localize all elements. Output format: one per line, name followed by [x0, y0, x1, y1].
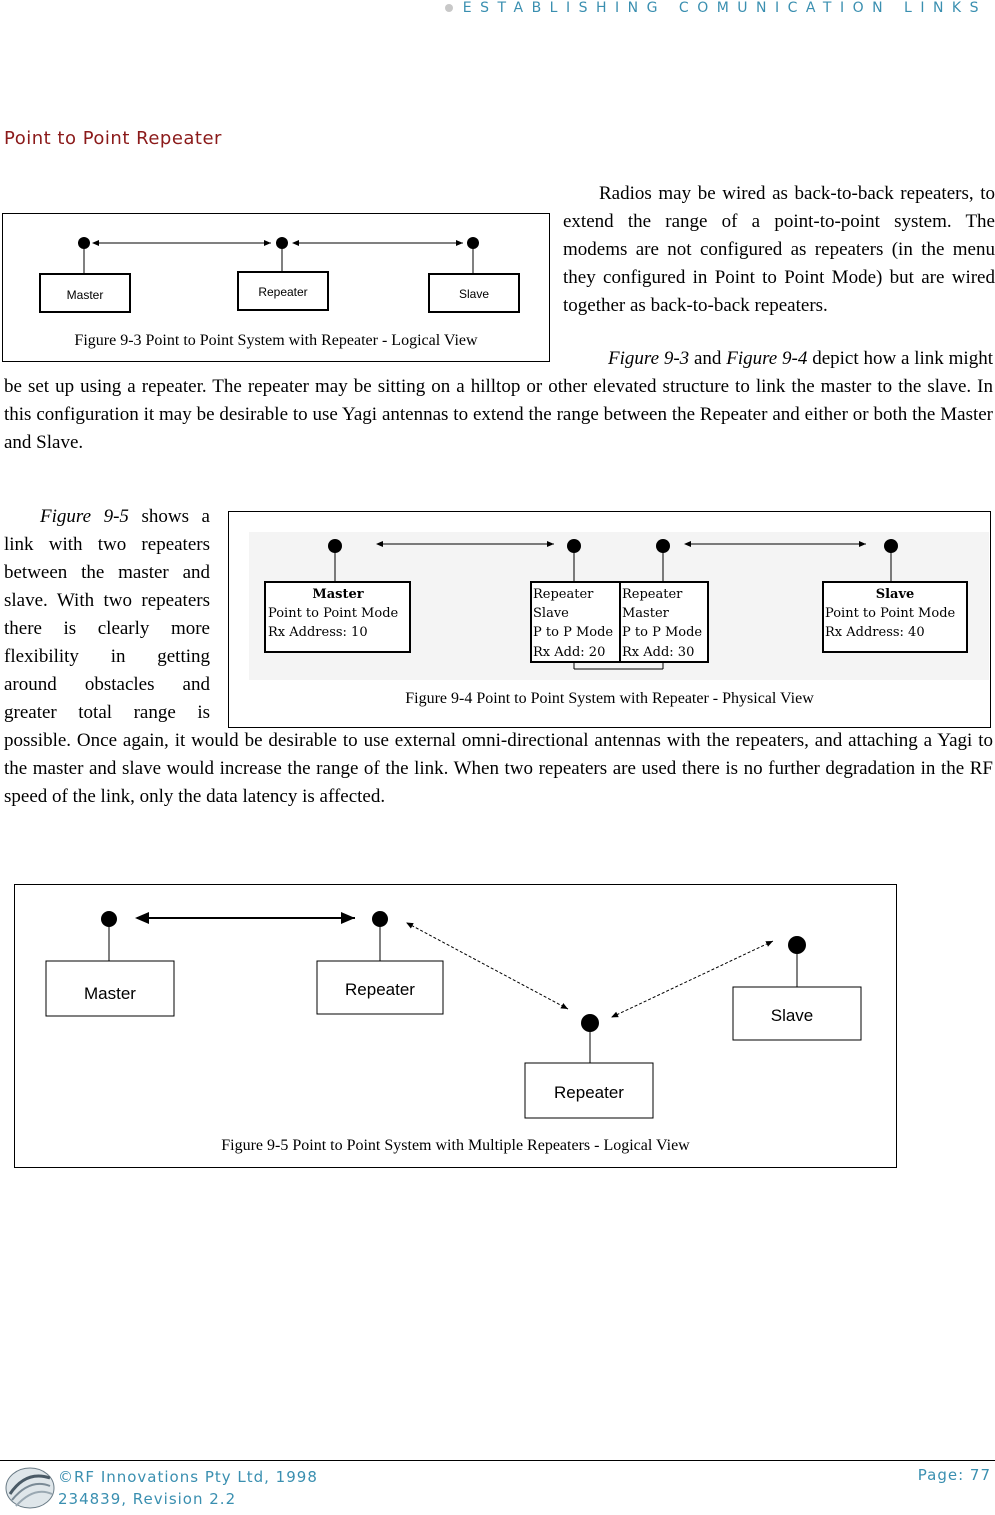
box-slave [822, 581, 968, 653]
company-logo-icon [5, 1467, 55, 1509]
copyright: ©RF Innovations Pty Ltd, 1998 [58, 1468, 318, 1486]
document-revision: 234839, Revision 2.2 [58, 1490, 237, 1508]
paragraph-3-text: shows a link with two repeaters between … [4, 506, 993, 807]
paragraph-1-text: Radios may be wired as back-to-back repe… [563, 183, 995, 316]
svg-text:Repeater: Repeater [554, 1083, 624, 1102]
svg-text:Master: Master [84, 984, 136, 1003]
label-repeater: Repeater [258, 285, 307, 299]
box-master [39, 273, 131, 313]
section-title: Point to Point Repeater [4, 128, 222, 149]
figure-9-5-diagram: Master Repeater Repeater Slave [45, 911, 862, 1119]
svg-text:Repeater: Repeater [345, 980, 415, 999]
label-slave: Slave [459, 287, 489, 301]
svg-text:P to P Mode: P to P Mode [622, 625, 702, 640]
footer-divider [0, 1460, 995, 1461]
figure-9-4: Master Point to Point Mode Rx Address: 1… [228, 511, 991, 728]
svg-text:Rx Address: 10: Rx Address: 10 [268, 625, 368, 640]
running-header: ESTABLISHING COMUNICATION LINKS [444, 0, 987, 16]
box-repeater-master [619, 581, 709, 663]
figure-9-5: Master Repeater Repeater Slave Figure 9-… [14, 884, 897, 1168]
svg-text:Repeater: Repeater [622, 587, 683, 602]
svg-text:Slave: Slave [771, 1006, 814, 1025]
svg-text:Slave: Slave [876, 587, 915, 602]
footer-left: ©RF Innovations Pty Ltd, 1998 234839, Re… [58, 1466, 318, 1510]
figure-9-3-diagram: Master Repeater Slave [39, 237, 520, 313]
box-repeater-1 [316, 960, 444, 1015]
paragraph-3: Figure 9-5 shows a link with two repeate… [4, 503, 993, 811]
figure-9-3: Master Repeater Slave Figure 9-3 Point t… [2, 213, 550, 362]
svg-text:Rx Add: 20: Rx Add: 20 [533, 645, 605, 660]
label-master: Master [67, 288, 104, 302]
box-repeater [237, 271, 329, 311]
paragraph-2-text: depict how a link might be set up using … [4, 348, 993, 453]
box-master [264, 581, 411, 653]
paragraph-1: Radios may be wired as back-to-back repe… [4, 180, 995, 346]
bullet-icon [444, 4, 453, 12]
figure-ref-9-4: Figure 9-4 [726, 348, 808, 369]
svg-text:Master: Master [312, 587, 363, 602]
box-repeater-slave [530, 581, 621, 663]
box-repeater-2 [524, 1062, 654, 1119]
figure-9-4-diagram: Master Point to Point Mode Rx Address: 1… [249, 532, 989, 680]
svg-text:Repeater: Repeater [533, 587, 594, 602]
svg-text:Rx Address: 40: Rx Address: 40 [825, 625, 925, 640]
figure-ref-9-5: Figure 9-5 [40, 506, 129, 527]
figure-ref-9-3: Figure 9-3 [608, 348, 690, 369]
box-slave [732, 986, 862, 1041]
svg-text:Point to Point Mode: Point to Point Mode [825, 606, 956, 621]
svg-text:P to P Mode: P to P Mode [533, 625, 613, 640]
box-master [45, 960, 175, 1017]
box-slave [428, 273, 520, 313]
svg-text:Rx Add: 30: Rx Add: 30 [622, 645, 694, 660]
page-number: Page: 77 [917, 1466, 991, 1484]
figure-9-5-caption: Figure 9-5 Point to Point System with Mu… [221, 1137, 690, 1154]
svg-text:Slave: Slave [533, 606, 569, 621]
paragraph-2: Figure 9-3 and Figure 9-4 depict how a l… [4, 348, 993, 453]
svg-text:Master: Master [622, 606, 670, 621]
figure-9-3-caption: Figure 9-3 Point to Point System with Re… [74, 332, 478, 349]
svg-text:Point to Point Mode: Point to Point Mode [268, 606, 399, 621]
running-header-text: ESTABLISHING COMUNICATION LINKS [462, 0, 987, 16]
figure-9-4-caption: Figure 9-4 Point to Point System with Re… [405, 690, 814, 707]
